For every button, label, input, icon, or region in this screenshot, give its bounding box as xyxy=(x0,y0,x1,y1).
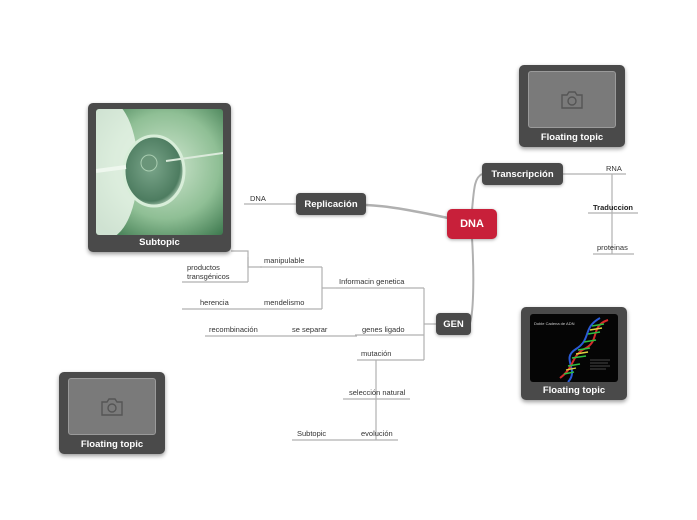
subtopic-herencia[interactable]: herencia xyxy=(200,298,229,307)
floating-topic-bottom[interactable]: Floating topic xyxy=(59,372,165,454)
subtopic-mutacion[interactable]: mutación xyxy=(361,349,392,358)
central-topic[interactable]: DNA xyxy=(447,209,497,239)
subtopic-informacion-genetica[interactable]: Informacin genetica xyxy=(339,277,405,286)
subtopic-image-card[interactable]: Subtopic xyxy=(88,103,231,252)
topic-transcripcion[interactable]: Transcripción xyxy=(482,163,563,185)
subtopic-evolucion[interactable]: evolución xyxy=(361,429,393,438)
connector-central-replicacion xyxy=(365,203,449,220)
subtopic-proteinas[interactable]: proteinas xyxy=(597,243,628,252)
subtopic-recombinacion[interactable]: recombinación xyxy=(209,325,258,334)
subtopic-seleccion-natural[interactable]: selección natural xyxy=(349,388,406,397)
subtopic-productos-line2[interactable]: transgénicos xyxy=(187,272,230,281)
connector-subtopic-image-link xyxy=(231,250,262,268)
subtopic-small[interactable]: Subtopic xyxy=(297,429,327,438)
camera-icon xyxy=(561,90,583,109)
subtopic-productos-line1[interactable]: productos xyxy=(187,263,220,272)
subtopic-dna[interactable]: DNA xyxy=(250,194,266,203)
floating-topic-top-caption: Floating topic xyxy=(540,132,604,143)
cell-injection-image xyxy=(96,109,223,235)
topic-replicacion[interactable]: Replicación xyxy=(296,193,366,215)
connector-central-gen xyxy=(469,237,475,324)
subtopic-image-caption: Subtopic xyxy=(139,237,180,248)
subtopic-rna[interactable]: RNA xyxy=(606,164,622,173)
topic-gen[interactable]: GEN xyxy=(436,313,471,335)
floating-topic-dna-caption: Floating topic xyxy=(542,385,606,396)
floating-topic-top[interactable]: Floating topic xyxy=(519,65,625,147)
floating-topic-dna[interactable]: Doble Cadena de ADN Floating topic xyxy=(521,307,627,400)
dna-helix-image: Doble Cadena de ADN xyxy=(530,314,618,382)
subtopic-mendelismo[interactable]: mendelismo xyxy=(264,298,305,307)
topic-gen-label: GEN xyxy=(443,318,464,330)
topic-transcripcion-label: Transcripción xyxy=(491,168,554,180)
subtopic-genes-ligado[interactable]: genes ligado xyxy=(362,325,405,334)
central-topic-label: DNA xyxy=(460,218,484,230)
connector-central-transcripcion xyxy=(471,173,483,211)
floating-topic-bottom-caption: Floating topic xyxy=(80,439,144,450)
subtopic-manipulable[interactable]: manipulable xyxy=(264,256,305,265)
image-placeholder xyxy=(528,71,616,128)
subtopic-se-separar[interactable]: se separar xyxy=(292,325,328,334)
dna-image-text: Doble Cadena de ADN xyxy=(534,321,575,326)
camera-icon xyxy=(101,397,123,416)
subtopic-traduccion[interactable]: Traduccion xyxy=(593,203,634,212)
image-placeholder xyxy=(68,378,156,435)
topic-replicacion-label: Replicación xyxy=(304,198,358,210)
